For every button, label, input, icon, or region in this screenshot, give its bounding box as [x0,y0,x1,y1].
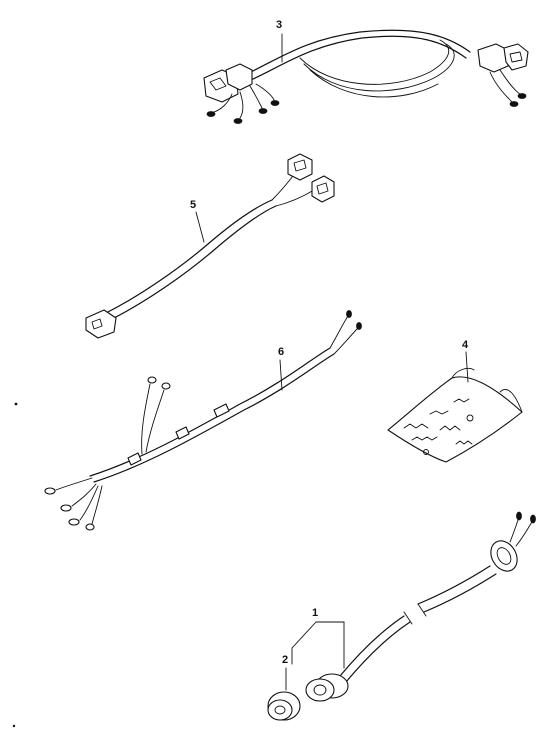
extension-harness-part-6 [44,310,362,531]
callout-1: 1 [312,607,319,619]
adapter-harness-part-5 [85,153,335,339]
callout-2: 2 [282,654,289,666]
scan-dot [14,402,18,406]
wiring-harness-part-3 [203,29,529,124]
parts-bag-part-4 [387,351,523,463]
harness-1-plug [490,540,518,572]
harness-3-left-connector [203,63,253,103]
harness-3-right-connector [477,43,529,73]
switch-harness-part-1 [291,511,536,702]
callout-5: 5 [190,199,197,211]
callout-4: 4 [462,339,469,351]
harness-5-bottom-connector [85,309,117,339]
switch-cap-part-2 [267,667,301,721]
harness-5-right-connector [311,175,335,203]
callout-6: 6 [278,346,285,358]
switch-body [305,673,349,702]
harness-5-top-connector [287,153,313,181]
scan-dot [12,724,16,728]
callout-3: 3 [276,19,283,31]
